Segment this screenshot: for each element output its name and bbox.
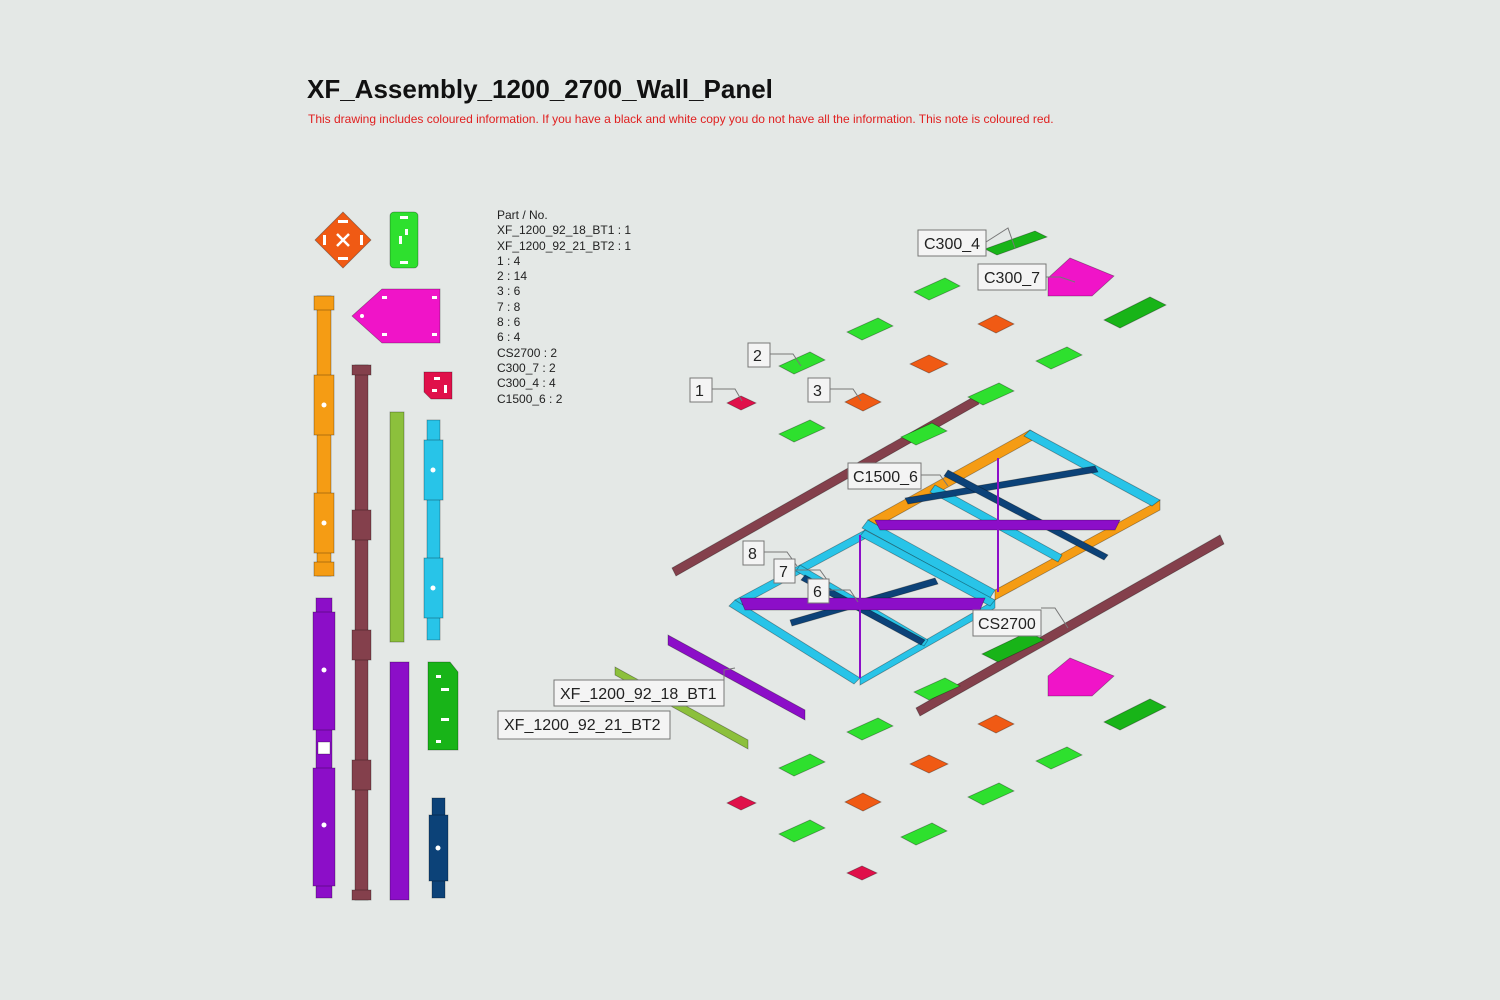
- parts-list-row: 6 : 4: [497, 330, 521, 345]
- parts-list-row: 8 : 6: [497, 315, 521, 330]
- callout-part-3: 3: [807, 377, 862, 403]
- parts-list: Part / No. XF_1200_92_18_BT1 : 1 XF_1200…: [497, 208, 631, 407]
- callout-part-3-label: 3: [813, 383, 822, 400]
- callout-cs2700: CS2700: [972, 607, 1069, 637]
- callout-part-1-label: 1: [695, 383, 704, 400]
- flat-part-2-plate: [389, 211, 419, 269]
- callout-part-8: 8: [742, 540, 798, 567]
- callout-part-8-label: 8: [748, 546, 757, 563]
- beam-cs2700-top: [671, 395, 980, 577]
- parts-list-row: 7 : 8: [497, 299, 521, 314]
- callout-part-2-label: 2: [753, 348, 762, 365]
- flat-parts: [312, 211, 459, 901]
- callout-c1500-6: C1500_6: [847, 462, 949, 490]
- flat-part-3-connector: [314, 211, 372, 269]
- plates-bottom: [726, 631, 1167, 881]
- callout-c300-7-label: C300_7: [984, 270, 1040, 287]
- beam-bt1: [667, 634, 806, 721]
- plates-top: [726, 230, 1167, 446]
- callout-bt1-label: XF_1200_92_18_BT1: [560, 686, 717, 703]
- flat-part-c300-7: [351, 288, 441, 344]
- parts-list-header: Part / No.: [497, 208, 548, 222]
- callout-c300-4: C300_4: [917, 227, 1016, 257]
- parts-list-row: XF_1200_92_21_BT2 : 1: [497, 238, 632, 253]
- flat-part-c1500-6: [313, 295, 335, 577]
- flat-part-7: [423, 419, 444, 641]
- parts-list-row: C1500_6 : 2: [497, 391, 563, 406]
- colour-note: This drawing includes coloured informati…: [308, 112, 1054, 126]
- frame-upper: [861, 429, 1161, 601]
- callout-part-6: 6: [807, 578, 859, 604]
- parts-list-row: 1 : 4: [497, 253, 521, 268]
- callout-part-1: 1: [689, 377, 743, 403]
- callout-c300-7: C300_7: [977, 263, 1076, 291]
- flat-part-cs2700: [351, 364, 372, 901]
- parts-list-row: 3 : 6: [497, 284, 521, 299]
- flat-part-bt2: [389, 411, 405, 643]
- flat-part-bt1: [389, 661, 410, 901]
- flat-part-1: [423, 371, 453, 400]
- drawing-title: XF_Assembly_1200_2700_Wall_Panel: [307, 74, 773, 104]
- parts-list-row: C300_7 : 2: [497, 360, 556, 375]
- parts-list-row: CS2700 : 2: [497, 345, 558, 360]
- callout-cs2700-label: CS2700: [978, 616, 1036, 633]
- parts-list-row: XF_1200_92_18_BT1 : 1: [497, 223, 632, 238]
- exploded-assembly: [614, 230, 1225, 881]
- callout-bt1: XF_1200_92_18_BT1: [553, 667, 736, 707]
- flat-part-6: [428, 797, 449, 899]
- callout-part-7-label: 7: [779, 564, 788, 581]
- callouts: C300_4 C300_7 2 1 3 C1500_6: [497, 227, 1076, 740]
- parts-list-row: 2 : 14: [497, 269, 528, 284]
- flat-part-c300-4: [427, 661, 459, 751]
- beam-cs2700-bottom: [915, 534, 1225, 717]
- callout-part-7: 7: [773, 558, 831, 585]
- callout-part-2: 2: [747, 342, 802, 368]
- frame-lower: [728, 529, 996, 686]
- callout-part-6-label: 6: [813, 584, 822, 601]
- flat-part-8: [312, 597, 336, 899]
- callout-bt2-label: XF_1200_92_21_BT2: [504, 717, 661, 734]
- callout-c300-4-label: C300_4: [924, 236, 980, 253]
- callout-c1500-6-label: C1500_6: [853, 469, 918, 486]
- parts-list-row: C300_4 : 4: [497, 376, 556, 391]
- callout-bt2: XF_1200_92_21_BT2: [497, 710, 671, 740]
